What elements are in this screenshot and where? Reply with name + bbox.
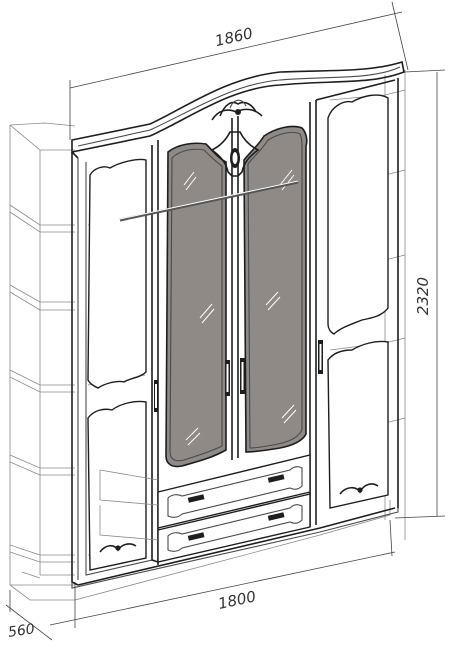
dimension-depth: 560: [5, 590, 53, 641]
right-lower-panel: [327, 340, 389, 509]
drawer-handle[interactable]: [187, 494, 205, 503]
drawer-handle[interactable]: [267, 474, 285, 483]
right-bottom-ornament: [339, 483, 379, 495]
left-upper-panel: [87, 158, 147, 389]
door-handles[interactable]: [154, 340, 323, 412]
right-mirror: [243, 125, 308, 453]
dimension-height: 2320: [394, 69, 446, 519]
left-bottom-ornament: [99, 543, 137, 553]
drawer-handle[interactable]: [187, 532, 205, 541]
left-lower-panel: [87, 400, 147, 571]
center-ornament: [210, 131, 260, 177]
right-upper-panel: [327, 94, 389, 335]
drawer-handle[interactable]: [267, 512, 285, 521]
hanging-rail: [119, 180, 299, 222]
right-door: [315, 79, 396, 509]
left-mirror: [165, 142, 227, 468]
crown-ornament: [211, 99, 263, 121]
height-label: 2320: [414, 277, 432, 315]
depth-label: 560: [7, 621, 36, 641]
drawers: [99, 454, 311, 563]
width-top-label: 1860: [213, 24, 254, 50]
wardrobe-body: [71, 60, 405, 589]
dimension-width-bottom: 1800: [49, 519, 396, 628]
width-bottom-label: 1800: [216, 587, 257, 613]
